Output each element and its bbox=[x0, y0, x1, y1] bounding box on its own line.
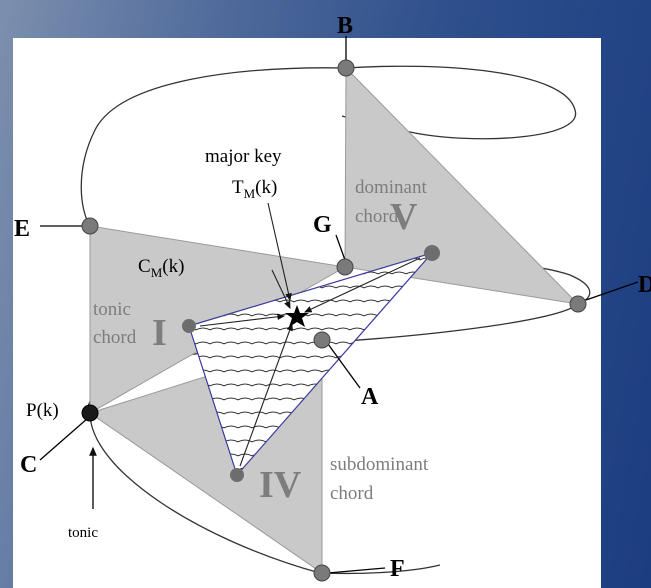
label-G: G bbox=[313, 212, 332, 238]
label-F: F bbox=[390, 556, 405, 582]
dominant-chord-triangle bbox=[344, 66, 580, 305]
label-B: B bbox=[337, 13, 353, 39]
label-D: D bbox=[638, 272, 651, 298]
major-key-label: major key bbox=[205, 146, 282, 167]
dominant-roman: V bbox=[390, 196, 418, 238]
subdominant-chord-word: subdominant bbox=[330, 454, 429, 475]
major-key-triangle bbox=[188, 251, 434, 477]
c-major-label: CM(k) bbox=[138, 256, 184, 280]
node-F bbox=[313, 564, 331, 582]
chord-center-I bbox=[182, 319, 196, 333]
dominant-chord-word2: chord bbox=[355, 206, 399, 227]
tonic-chord-word: tonic bbox=[93, 299, 131, 320]
subdominant-roman: IV bbox=[259, 464, 302, 506]
node-D bbox=[569, 295, 587, 313]
node-B bbox=[337, 59, 355, 77]
key-center-star bbox=[285, 305, 309, 327]
pk-label: P(k) bbox=[26, 400, 59, 421]
tonic-label: tonic bbox=[68, 525, 98, 541]
node-E bbox=[81, 217, 99, 235]
chord-center-IV bbox=[230, 468, 244, 482]
node-C bbox=[81, 404, 99, 422]
node-G bbox=[336, 258, 354, 276]
tonic-chord-word2: chord bbox=[93, 327, 137, 348]
node-A bbox=[313, 331, 331, 349]
key-label-pointer bbox=[267, 202, 292, 302]
tonic-roman: I bbox=[152, 312, 167, 354]
label-C: C bbox=[20, 452, 37, 478]
subdominant-chord-word2: chord bbox=[330, 483, 374, 504]
chord-center-V bbox=[424, 245, 440, 261]
dominant-chord-word: dominant bbox=[355, 177, 427, 198]
key-center-label: TM(k) bbox=[232, 177, 277, 201]
key-center-arrows bbox=[199, 257, 421, 467]
label-E: E bbox=[14, 216, 30, 242]
label-A: A bbox=[361, 384, 379, 410]
